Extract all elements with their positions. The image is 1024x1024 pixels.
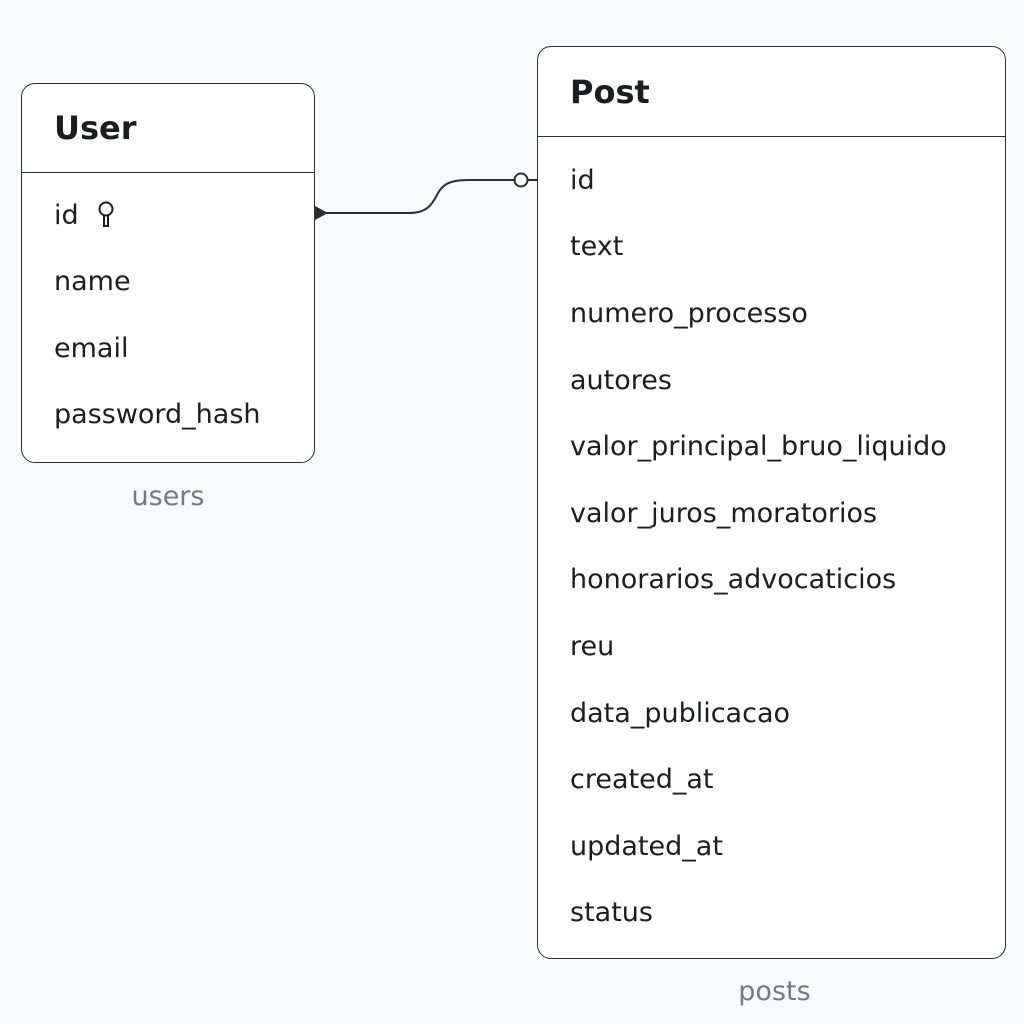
user-field-name[interactable]: name	[54, 266, 131, 298]
user-entity-title: User	[22, 84, 314, 173]
user-table-name-caption: users	[131, 481, 205, 512]
post-entity-table[interactable]: Post id text numero_processo autores val…	[537, 46, 1006, 959]
relationship-optional-end-marker	[513, 172, 529, 188]
post-entity-title: Post	[538, 47, 1005, 137]
key-icon	[98, 201, 114, 228]
user-field-id[interactable]: id	[22, 182, 314, 249]
post-field-status[interactable]: status	[570, 897, 653, 929]
post-field-created-at[interactable]: created_at	[570, 764, 714, 796]
post-field-autores[interactable]: autores	[570, 364, 672, 396]
user-field-id-label: id	[54, 199, 79, 231]
post-field-text[interactable]: text	[570, 231, 624, 263]
post-field-reu[interactable]: reu	[570, 630, 615, 662]
user-field-password-hash[interactable]: password_hash	[54, 399, 261, 431]
post-field-data-publicacao[interactable]: data_publicacao	[570, 697, 791, 729]
relationship-line	[320, 179, 514, 214]
user-field-email[interactable]: email	[54, 332, 129, 364]
post-field-list: id text numero_processo autores valor_pr…	[538, 137, 1005, 946]
user-field-list: id name email password_hash	[22, 173, 314, 448]
post-field-updated-at[interactable]: updated_at	[570, 830, 723, 862]
post-table-name-caption: posts	[738, 976, 811, 1007]
relationship-one-end-marker	[315, 206, 328, 220]
user-entity-table[interactable]: User id name email password_hash	[21, 83, 315, 463]
post-field-valor-principal[interactable]: valor_principal_bruo_liquido	[570, 431, 947, 463]
post-field-id[interactable]: id	[570, 164, 595, 196]
post-field-valor-juros-moratorios[interactable]: valor_juros_moratorios	[570, 497, 878, 529]
post-field-honorarios-advocaticios[interactable]: honorarios_advocaticios	[570, 564, 897, 596]
post-field-numero-processo[interactable]: numero_processo	[570, 297, 808, 329]
